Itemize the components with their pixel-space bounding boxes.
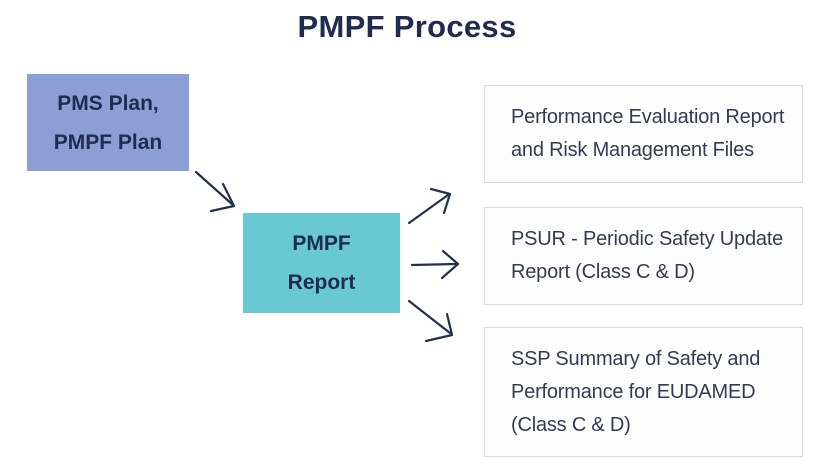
output-psur: PSUR - Periodic Safety Update Report (Cl… <box>484 207 803 305</box>
output-2-line-2: Report (Class C & D) <box>511 261 695 283</box>
node-pmpf-report: PMPF Report <box>243 213 400 313</box>
output-3-line-3: (Class C & D) <box>511 413 631 436</box>
node-pmpf-report-line-2: Report <box>287 271 356 294</box>
output-3-line-2: Performance for EUDAMED <box>511 380 756 403</box>
output-performance-evaluation-report: Performance Evaluation Report and Risk M… <box>484 85 803 183</box>
output-1-line-1: Performance Evaluation Report <box>511 106 785 128</box>
arrow-report-to-output-1 <box>407 187 452 225</box>
arrow-plan-to-report <box>194 170 236 213</box>
arrow-report-to-output-2 <box>410 249 460 280</box>
node-pms-plan-line-1: PMS Plan, <box>57 91 159 115</box>
output-1-line-2: and Risk Management Files <box>511 139 754 161</box>
node-pms-pmpf-plan: PMS Plan, PMPF Plan <box>27 74 189 171</box>
node-pmpf-report-line-1: PMPF <box>292 232 351 255</box>
diagram-title: PMPF Process <box>297 9 517 44</box>
arrow-report-to-output-3 <box>407 299 454 343</box>
node-pms-plan-line-2: PMPF Plan <box>53 130 163 154</box>
output-3-line-1: SSP Summary of Safety and <box>511 347 761 370</box>
output-ssp: SSP Summary of Safety and Performance fo… <box>484 327 803 457</box>
output-2-line-1: PSUR - Periodic Safety Update <box>511 228 784 250</box>
